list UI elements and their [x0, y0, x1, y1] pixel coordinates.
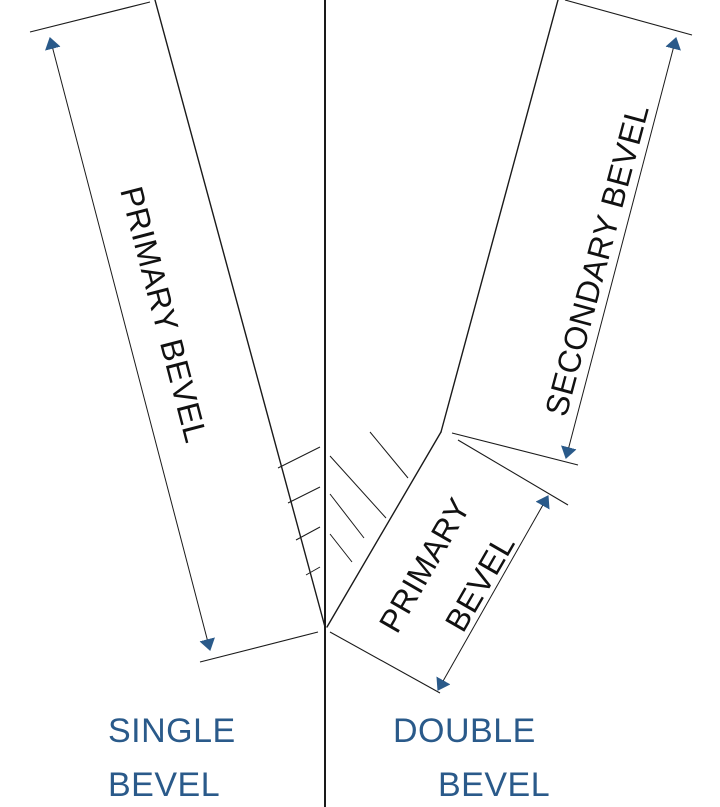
double-secondary-bevel-dimension-arrow [561, 37, 681, 459]
single-primary-bevel-dimension-arrow [45, 37, 215, 651]
double-shoulder-extension-lower [457, 439, 569, 506]
double-secondary-top-extension [564, 0, 693, 36]
single-bevel-group: PRIMARY BEVEL [29, 0, 326, 663]
double-primary-bevel-dimension-arrow [436, 495, 550, 691]
double-bevel-hatching [329, 431, 409, 563]
single-bevel-top-extension [29, 1, 151, 33]
single-bevel-caption-line1: SINGLE [108, 712, 236, 750]
double-shoulder-extension-upper [451, 432, 579, 466]
single-bevel-bottom-extension [199, 631, 319, 663]
double-bevel-caption-line1: DOUBLE [393, 712, 536, 750]
single-primary-bevel-label: PRIMARY BEVEL [113, 183, 214, 447]
single-bevel-hatching [277, 446, 321, 576]
double-bevel-group: SECONDARY BEVEL PRIMARY BEVEL [326, 0, 693, 694]
double-secondary-bevel-label: SECONDARY BEVEL [538, 100, 656, 419]
double-secondary-bevel-edge [440, 0, 559, 433]
single-bevel-caption-line2: BEVEL [108, 766, 220, 804]
double-bevel-caption-line2: BEVEL [438, 766, 550, 804]
double-tip-extension [329, 631, 441, 694]
double-primary-bevel-edge [326, 431, 442, 628]
